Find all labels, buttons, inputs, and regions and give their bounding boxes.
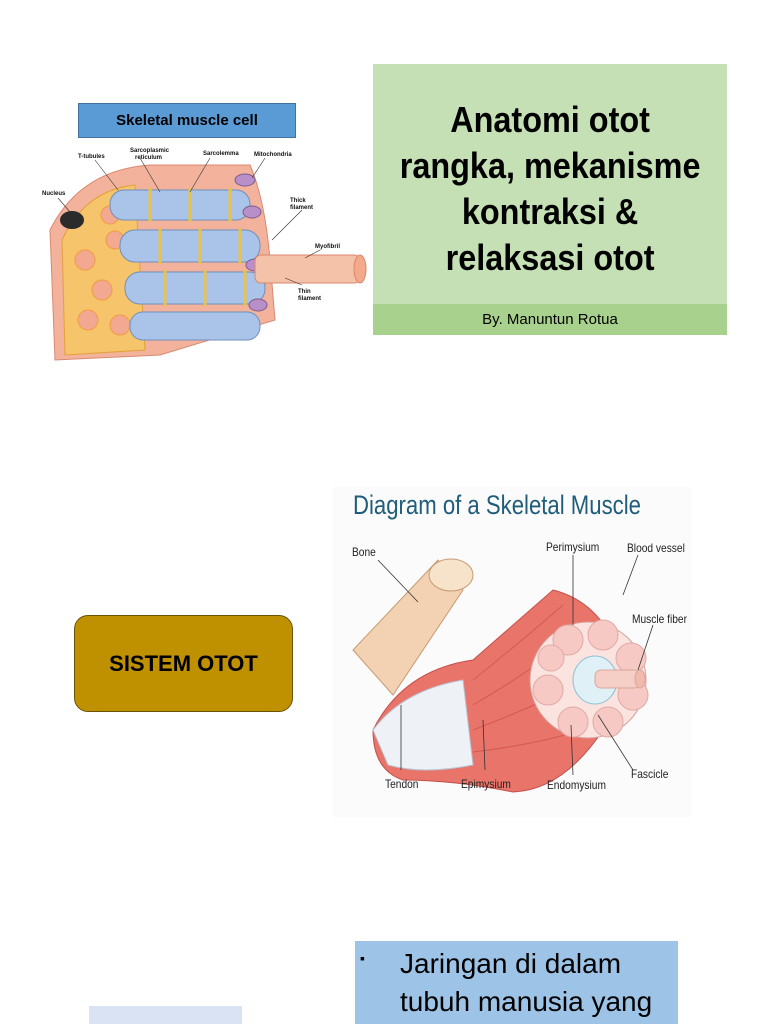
cell-image-caption: Skeletal muscle cell: [78, 103, 296, 138]
label-bone: Bone: [352, 545, 376, 559]
partial-box: [89, 1006, 242, 1024]
label-fascicle: Fascicle: [631, 767, 669, 781]
label-thin: Thin: [298, 289, 311, 295]
skeletal-muscle-diagram-illustration: [352, 554, 654, 793]
label-thick: Thick: [290, 198, 306, 204]
diagram-title: Diagram of a Skeletal Muscle: [353, 490, 641, 520]
author-bar: By. Manuntun Rotua: [373, 304, 727, 335]
label-epimysium: Epimysium: [461, 777, 511, 791]
label-sarcolemma: Sarcolemma: [203, 151, 239, 157]
label-thick-filament: filament: [290, 205, 313, 211]
label-sarcoplasmic: Sarcoplasmic: [130, 148, 170, 154]
sistem-otot-button[interactable]: SISTEM OTOT: [74, 615, 293, 712]
bullet-square-icon: ▪: [360, 950, 365, 966]
label-endomysium: Endomysium: [547, 778, 606, 792]
label-tendon: Tendon: [385, 777, 419, 791]
title-box: Anatomi otot rangka, mekanisme kontraksi…: [373, 64, 727, 304]
label-nucleus: Nucleus: [42, 191, 66, 197]
presentation-title: Anatomi otot rangka, mekanisme kontraksi…: [399, 99, 701, 278]
bullet-box: [355, 941, 678, 1024]
label-myofibril: Myofibril: [315, 244, 340, 250]
label-t-tubules: T-tubules: [78, 154, 105, 160]
skeletal-muscle-cell-illustration: T-tubules Sarcoplasmic reticulum Sarcole…: [42, 148, 367, 361]
label-perimysium: Perimysium: [546, 540, 600, 554]
bullet-text: Jaringan di dalam tubuh manusia yang: [400, 948, 653, 1017]
label-mitochondria: Mitochondria: [254, 152, 292, 158]
label-reticulum: reticulum: [135, 155, 162, 161]
label-muscle-fiber: Muscle fiber: [632, 612, 687, 626]
label-blood-vessel: Blood vessel: [627, 541, 685, 555]
label-thin-filament: filament: [298, 296, 321, 302]
